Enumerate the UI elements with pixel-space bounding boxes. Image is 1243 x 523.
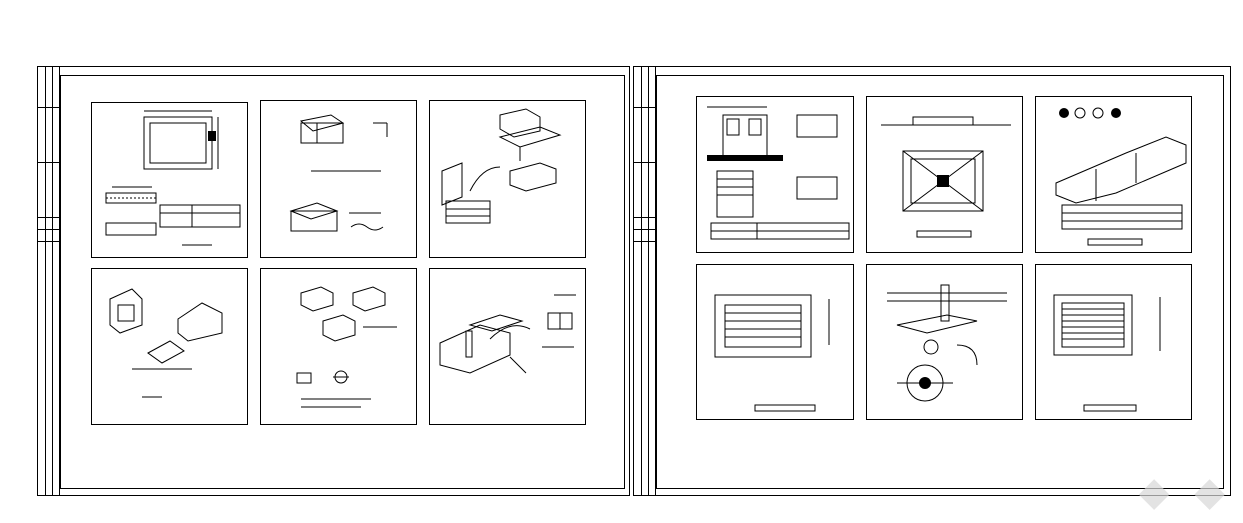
panel-fan-mounting-detail[interactable] [696,96,854,253]
panel-opening-detail[interactable] [91,102,248,258]
panel-branch-duct-detail[interactable] [429,268,586,425]
fan-mounting-drawing [707,106,850,240]
ceiling-diffuser-drawing [881,116,1011,238]
panel-duct-insulation-detail[interactable] [1035,96,1192,253]
panel-damper-detail[interactable] [866,264,1023,420]
left-title-strip [38,67,60,495]
right-drawing-frame [656,75,1224,489]
duct-fittings-drawing [296,286,397,408]
duct-insulation-drawing [1055,107,1187,246]
panel-duct-connection-detail[interactable] [260,100,417,258]
return-grille-drawing [1053,294,1161,412]
left-drawing-frame [60,75,625,489]
duct-connection-drawing [289,114,388,232]
duct-tee-drawing [441,108,562,224]
panel-louver-grille-detail[interactable] [696,264,854,420]
panel-return-grille-detail[interactable] [1035,264,1192,420]
watermark-logo: ◆ ◆ [1138,469,1231,515]
panel-ceiling-diffuser-detail[interactable] [866,96,1023,253]
hood-drawing [109,288,223,398]
opening-detail-drawing [105,110,241,246]
right-title-strip [634,67,656,495]
panel-hood-detail[interactable] [91,268,248,425]
panel-duct-fittings-detail[interactable] [260,268,417,425]
panel-duct-tee-detail[interactable] [429,100,586,258]
louver-grille-drawing [714,294,830,412]
branch-duct-drawing [439,294,576,374]
damper-drawing [887,284,1007,402]
